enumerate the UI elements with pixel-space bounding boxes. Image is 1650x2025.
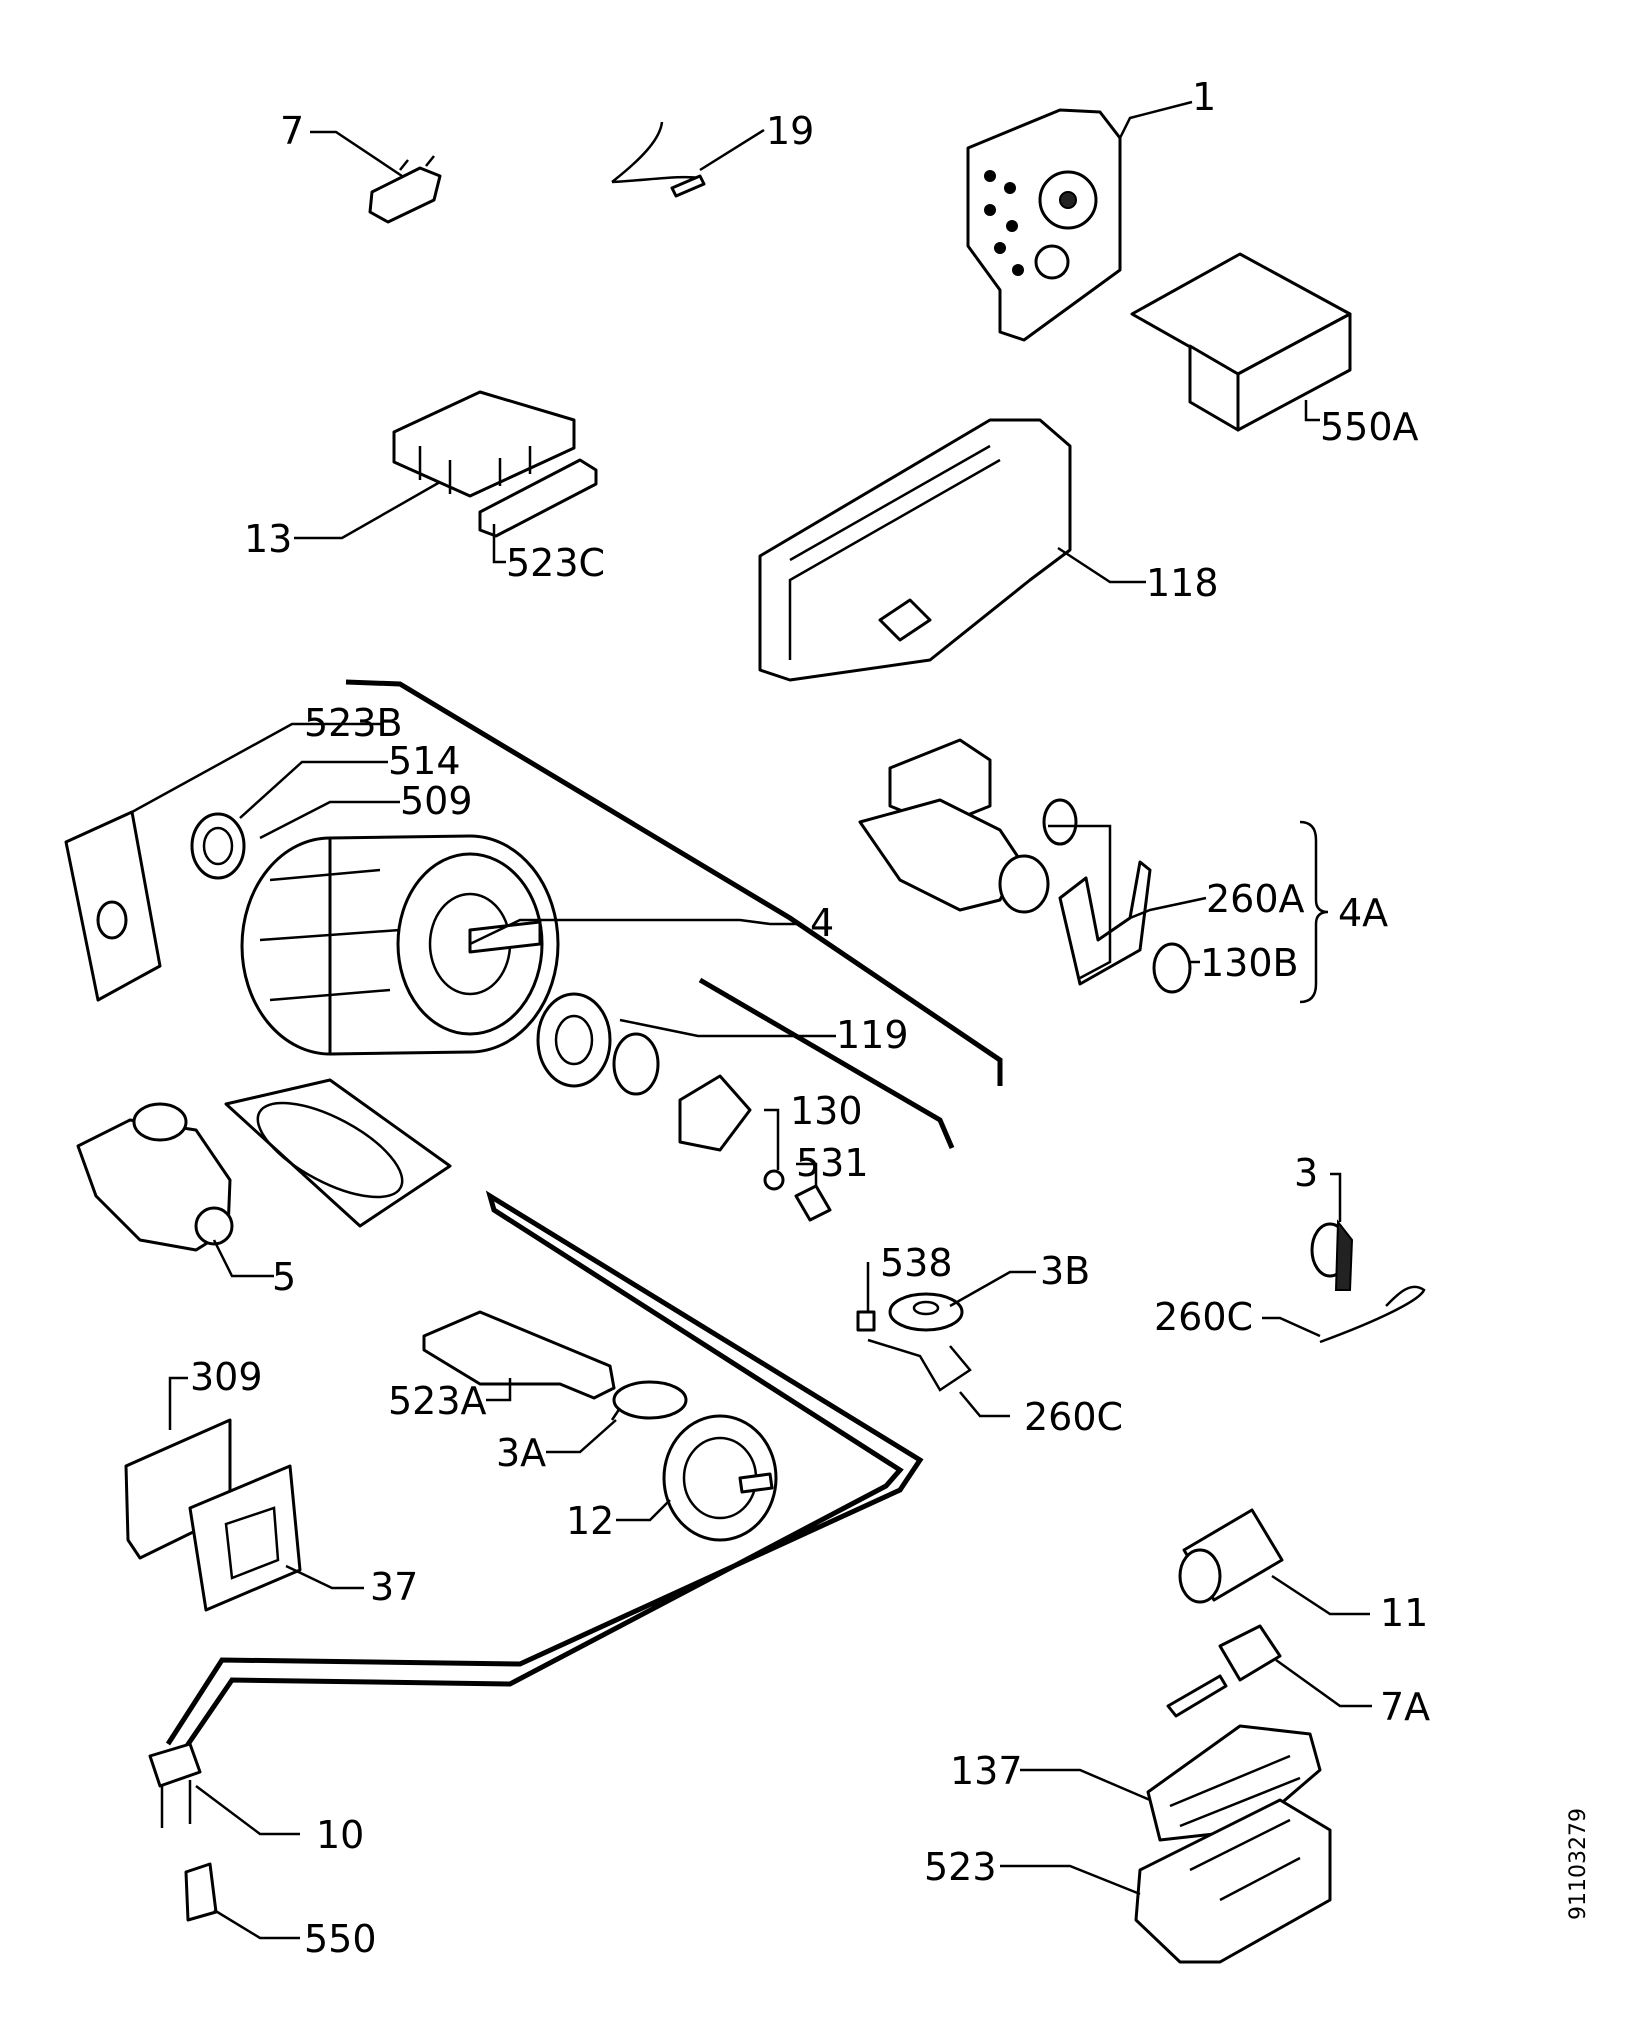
- callout-260C-right: 260C: [1154, 1295, 1253, 1339]
- callout-118: 118: [1146, 561, 1219, 605]
- callout-130B: 130B: [1200, 941, 1299, 985]
- callout-5: 5: [272, 1255, 296, 1299]
- leader-lines: [131, 100, 1372, 1940]
- part-260A-clip: [1058, 860, 1152, 986]
- callout-260C-middle: 260C: [1024, 1395, 1123, 1439]
- part-119-housing: [536, 992, 752, 1152]
- part-538-nut: [856, 1310, 876, 1332]
- part-523A-bracket: [422, 1310, 616, 1400]
- part-260C-bracket-middle: [867, 1338, 972, 1392]
- callout-523: 523: [924, 1845, 997, 1889]
- callout-509: 509: [400, 779, 473, 823]
- part-11-capacitor: [1178, 1508, 1284, 1604]
- part-19-sensor: [611, 121, 706, 198]
- part-130-nut: [763, 1169, 785, 1191]
- part-13-switch: [392, 390, 576, 498]
- callout-4: 4: [810, 901, 834, 945]
- callout-11: 11: [1380, 1591, 1428, 1635]
- callout-1: 1: [1192, 75, 1216, 119]
- callout-514: 514: [388, 739, 461, 783]
- part-523B-panel: [64, 810, 162, 1002]
- part-531-screw: [794, 1184, 832, 1222]
- callout-260A: 260A: [1206, 877, 1305, 921]
- callout-523C: 523C: [506, 541, 605, 585]
- part-7-connector: [368, 155, 442, 224]
- part-130B-seal: [1152, 942, 1192, 994]
- callout-531: 531: [796, 1141, 869, 1185]
- callout-119: 119: [836, 1013, 909, 1057]
- part-37-relay: [188, 1464, 302, 1612]
- part-137-filter: [1146, 1724, 1322, 1842]
- callout-3: 3: [1294, 1151, 1318, 1195]
- callout-13: 13: [244, 517, 292, 561]
- callout-130: 130: [790, 1089, 863, 1133]
- part-523C-bracket: [478, 458, 598, 538]
- part-4A-drain-pump: [858, 738, 1078, 914]
- callout-137: 137: [950, 1749, 1023, 1793]
- callout-550A: 550A: [1320, 405, 1419, 449]
- assembly-divider-lines: [345, 679, 1003, 1149]
- callout-labels: 7 19 1 550A 13 523C 118 523B 514 509 4 2…: [190, 75, 1430, 1961]
- callout-37: 37: [370, 1565, 418, 1609]
- document-number: 91103279: [1566, 1808, 1591, 1920]
- callout-3A: 3A: [496, 1431, 546, 1475]
- callout-3B: 3B: [1040, 1249, 1090, 1293]
- part-550A-cover: [1130, 252, 1352, 432]
- callout-550: 550: [304, 1917, 377, 1961]
- part-550-fitting: [184, 1862, 218, 1922]
- part-5-valve: [76, 1102, 234, 1252]
- part-4-motor: [240, 834, 560, 1056]
- callout-7A: 7A: [1380, 1685, 1430, 1729]
- part-514-ring: [190, 812, 246, 880]
- callout-4A: 4A: [1338, 891, 1388, 935]
- part-3A-thermostat: [610, 1380, 688, 1421]
- callout-7: 7: [280, 109, 304, 153]
- part-1-timer: [966, 108, 1122, 342]
- callout-538: 538: [880, 1241, 953, 1285]
- part-260C-clip-right: [1319, 1285, 1426, 1344]
- callout-523B: 523B: [304, 701, 403, 745]
- callout-12: 12: [566, 1499, 614, 1543]
- part-118-dispenser: [758, 418, 1072, 682]
- part-3-sensor: [1310, 1219, 1354, 1291]
- part-10-heating-element: [148, 1190, 924, 1828]
- callout-10: 10: [316, 1813, 364, 1857]
- brace-4A: [1299, 820, 1329, 1004]
- part-3B-thermostat: [888, 1292, 964, 1332]
- part-12-pressure-switch: [662, 1414, 778, 1542]
- callout-309: 309: [190, 1355, 263, 1399]
- part-7A-microswitch: [1166, 1624, 1282, 1718]
- part-523-tray: [1134, 1798, 1332, 1964]
- part-509-gasket: [224, 1078, 452, 1228]
- callout-523A: 523A: [388, 1379, 487, 1423]
- callout-19: 19: [766, 109, 814, 153]
